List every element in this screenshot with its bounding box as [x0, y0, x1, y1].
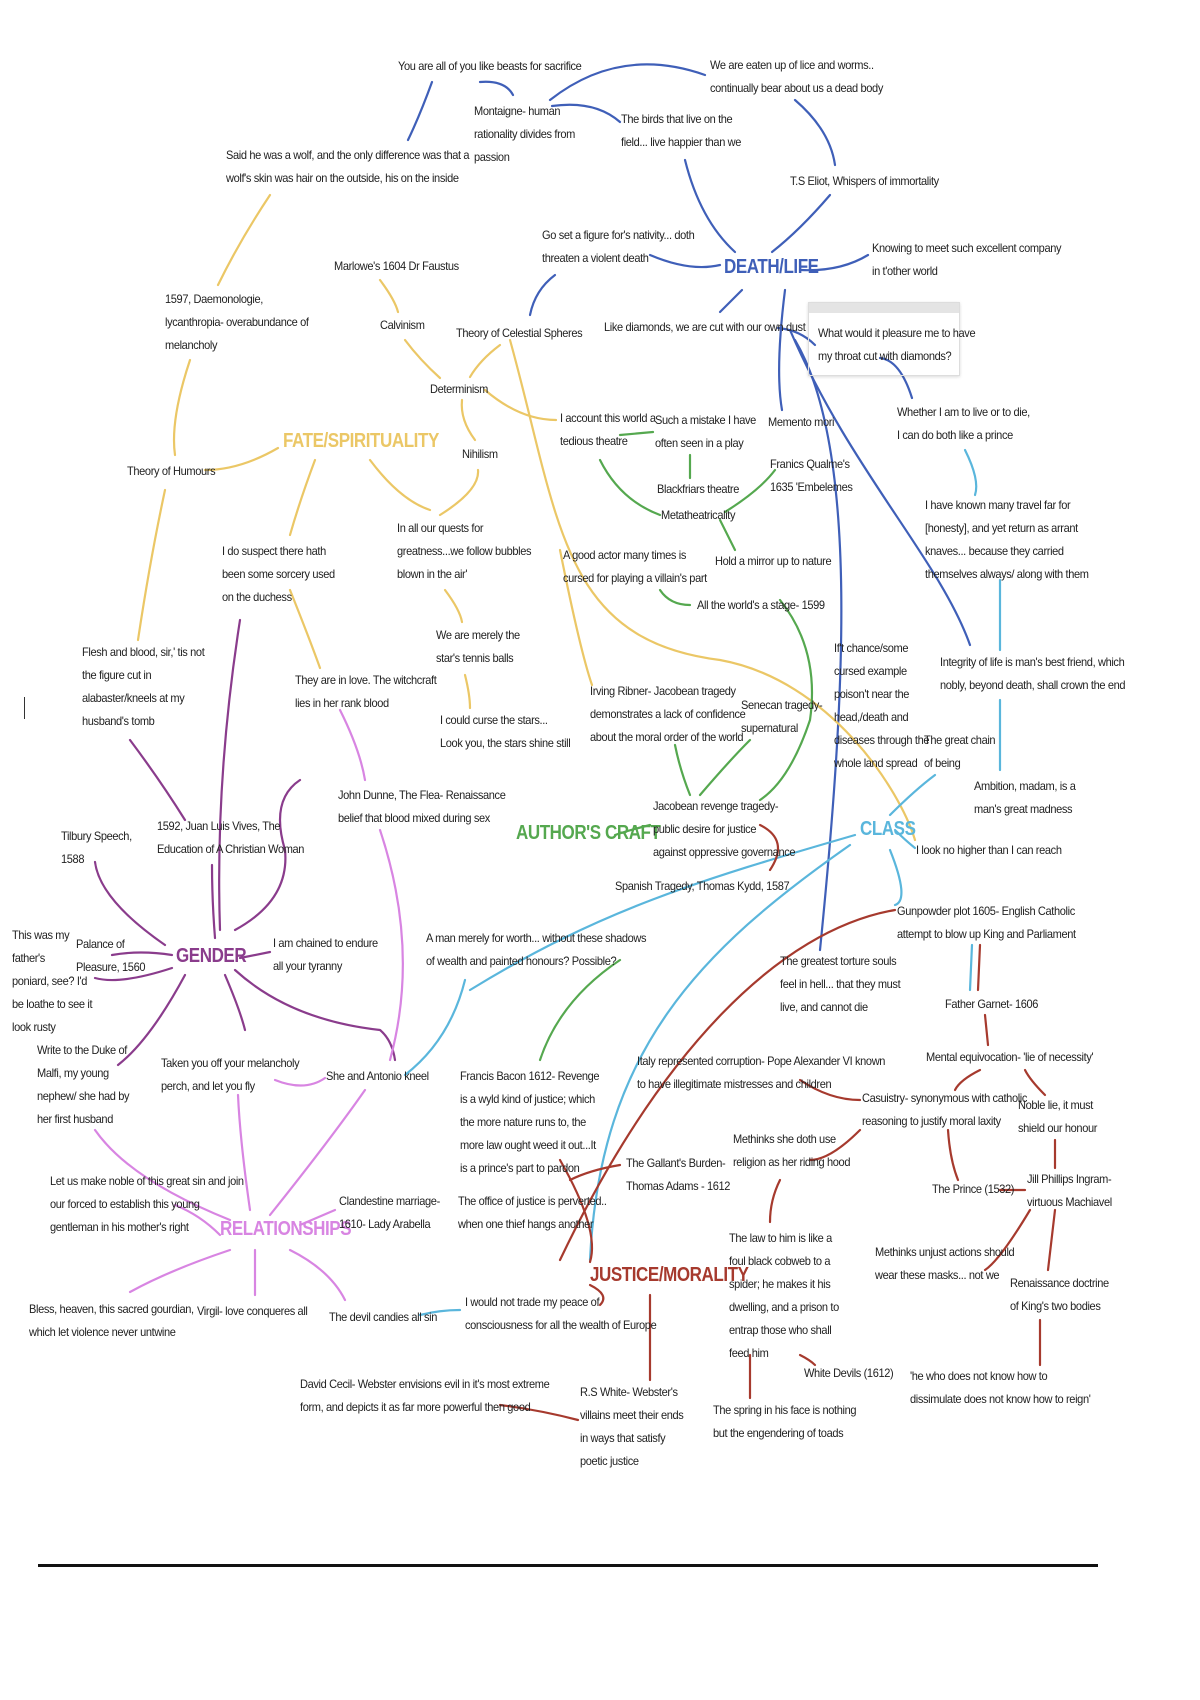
- node: If't chance/some cursed example poison't…: [834, 641, 930, 770]
- node: R.S White- Webster's villains meet their…: [580, 1385, 684, 1468]
- node: Memento mori: [768, 415, 835, 429]
- node: Renaissance doctrine of King's two bodie…: [1010, 1276, 1109, 1313]
- node: I have known many travel far for [honest…: [925, 498, 1089, 581]
- node: A man merely for worth... without these …: [426, 931, 647, 968]
- node: Go set a figure for's nativity... doth t…: [542, 228, 695, 265]
- node: We are merely the star's tennis balls: [436, 628, 520, 665]
- node: Virgil- love conqueres all: [197, 1304, 308, 1318]
- node: Senecan tragedy- supernatural: [741, 698, 823, 735]
- node: Hold a mirror up to nature: [715, 554, 832, 568]
- node: Knowing to meet such excellent company i…: [872, 241, 1062, 278]
- class-connectors: [403, 448, 1002, 1317]
- fate-spirituality-connectors: [136, 193, 917, 842]
- node: Methinks unjust actions should wear thes…: [875, 1245, 1015, 1282]
- node: I would not trade my peace of consciousn…: [465, 1295, 657, 1332]
- node: They are in love. The witchcraft lies in…: [295, 673, 437, 710]
- death-life-connectors: [406, 63, 972, 952]
- topic-class: CLASS: [860, 818, 916, 840]
- node: Noble lie, it must shield our honour: [1018, 1098, 1098, 1135]
- node: Casuistry- synonymous with catholic reas…: [862, 1091, 1028, 1128]
- node: John Dunne, The Flea- Renaissance belief…: [338, 788, 506, 825]
- text-cursor-mark: [24, 697, 25, 719]
- node: Montaigne- human rationality divides fro…: [474, 104, 575, 164]
- node: Francis Bacon 1612- Revenge is a wyld ki…: [460, 1069, 600, 1175]
- node: 'he who does not know how to dissimulate…: [910, 1369, 1091, 1406]
- node: Palance of Pleasure, 1560: [76, 937, 146, 974]
- node: Nihilism: [462, 447, 498, 461]
- node: Jacobean revenge tragedy- public desire …: [653, 799, 796, 859]
- node: The law to him is like a foul black cobw…: [729, 1231, 839, 1360]
- node: Mental equivocation- 'lie of necessity': [926, 1050, 1094, 1064]
- node: Clandestine marriage- 1610- Lady Arabell…: [339, 1194, 440, 1231]
- node: Tilbury Speech, 1588: [61, 829, 132, 866]
- node: A good actor many times is cursed for pl…: [563, 548, 707, 585]
- node: Like diamonds, we are cut with our own d…: [604, 320, 806, 334]
- gender-connectors: [93, 618, 397, 1067]
- node: White Devils (1612): [804, 1366, 894, 1380]
- node: Write to the Duke of Malfi, my young nep…: [37, 1043, 130, 1126]
- node: The spring in his face is nothing but th…: [713, 1403, 857, 1440]
- node: Theory of Humours: [127, 464, 216, 478]
- node: 1592, Juan Luis Vives, The Education of …: [157, 819, 305, 856]
- node: Let us make noble of this great sin and …: [50, 1174, 244, 1234]
- node: Marlowe's 1604 Dr Faustus: [334, 259, 459, 273]
- node: In all our quests for greatness...we fol…: [397, 521, 532, 581]
- node: Gunpowder plot 1605- English Catholic at…: [897, 904, 1076, 941]
- node: Whether I am to live or to die, I can do…: [897, 405, 1030, 442]
- node: Blackfriars theatre: [657, 482, 739, 496]
- node: Ambition, madam, is a man's great madnes…: [974, 779, 1076, 816]
- node: You are all of you like beasts for sacri…: [398, 59, 582, 73]
- node: Jill Phillips Ingram- virtuous Machiavel: [1027, 1172, 1112, 1209]
- node: David Cecil- Webster envisions evil in i…: [300, 1377, 550, 1414]
- node: Father Garnet- 1606: [945, 997, 1039, 1011]
- topic-death-life: DEATH/LIFE: [724, 256, 819, 278]
- node: Integrity of life is man's best friend, …: [940, 655, 1126, 692]
- node: This was my father's poniard, see? I'd b…: [12, 928, 93, 1034]
- topic-relationships: RELATIONSHIPS: [220, 1218, 352, 1240]
- node: Bless, heaven, this sacred gourdian, whi…: [29, 1302, 194, 1339]
- node: Franics Qualme's 1635 'Embelemes: [770, 457, 853, 494]
- node: Metatheatricality: [661, 508, 736, 522]
- node: The great chain of being: [924, 733, 996, 770]
- node: I could curse the stars... Look you, the…: [440, 713, 571, 750]
- node: The Prince (1532): [932, 1182, 1015, 1196]
- authors-craft-connectors: [538, 430, 814, 1062]
- node-popup-quote: What would it pleasure me to have my thr…: [818, 326, 976, 363]
- node: The Gallant's Burden- Thomas Adams - 161…: [626, 1156, 731, 1193]
- node: Irving Ribner- Jacobean tragedy demonstr…: [590, 684, 746, 744]
- relationships-connectors: [93, 708, 404, 1302]
- node: I account this world a tedious theatre: [560, 411, 656, 448]
- node: She and Antonio kneel: [326, 1069, 429, 1083]
- topic-fate-spirituality: FATE/SPIRITUALITY: [283, 430, 439, 452]
- node: Theory of Celestial Spheres: [456, 326, 583, 340]
- node: I am chained to endure all your tyranny: [273, 936, 378, 973]
- node: Taken you off your melancholy perch, and…: [161, 1056, 300, 1093]
- topic-justice-morality: JUSTICE/MORALITY: [590, 1264, 749, 1286]
- node: The greatest torture souls feel in hell.…: [780, 954, 901, 1014]
- node: Italy represented corruption- Pope Alexa…: [637, 1054, 886, 1091]
- node: Such a mistake I have often seen in a pl…: [655, 413, 756, 450]
- node: All the world's a stage- 1599: [697, 598, 825, 612]
- node: T.S Eliot, Whispers of immortality: [790, 174, 939, 188]
- node: Said he was a wolf, and the only differe…: [226, 148, 470, 185]
- justice-connectors: [498, 823, 1057, 1422]
- node: The office of justice is perverted.. whe…: [458, 1194, 607, 1231]
- node: 1597, Daemonologie, lycanthropia- overab…: [165, 292, 309, 352]
- node: I look no higher than I can reach: [916, 843, 1062, 857]
- popup-title-bar: [809, 303, 959, 313]
- topic-authors-craft: AUTHOR'S CRAFT: [516, 822, 661, 844]
- node: I do suspect there hath been some sorcer…: [222, 544, 335, 604]
- page-bottom-rule: [38, 1564, 1098, 1567]
- node: We are eaten up of lice and worms.. cont…: [710, 58, 883, 95]
- topic-gender: GENDER: [176, 945, 247, 967]
- quote-popup-box: [808, 302, 960, 376]
- node: Flesh and blood, sir,' tis not the figur…: [82, 645, 205, 728]
- node: The devil candies all sin: [329, 1310, 438, 1324]
- node: The birds that live on the field... live…: [621, 112, 742, 149]
- node: Determinism: [430, 382, 488, 396]
- node: Methinks she doth use religion as her ri…: [733, 1132, 851, 1169]
- node: Calvinism: [380, 318, 425, 332]
- node: Spanish Tragedy, Thomas Kydd, 1587: [615, 879, 790, 893]
